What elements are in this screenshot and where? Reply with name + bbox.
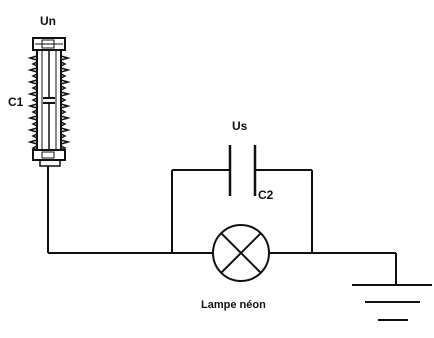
insulator-shed	[27, 91, 38, 97]
insulator-shed	[60, 67, 71, 73]
insulator-shed	[27, 79, 38, 85]
insulator-shed	[60, 55, 71, 61]
insulator-shed	[60, 97, 67, 103]
insulator-shed	[60, 73, 67, 79]
ground-icon	[352, 284, 432, 321]
insulator-shed	[60, 91, 71, 97]
insulator-shed	[60, 115, 71, 121]
label-c2: C2	[258, 188, 274, 202]
label-lampe-neon: Lampe néon	[201, 299, 266, 311]
insulator-shed	[60, 121, 67, 127]
insulator-shed	[60, 61, 67, 67]
insulator-shed	[31, 133, 38, 139]
insulator-shed	[60, 85, 67, 91]
insulator-shed	[27, 103, 38, 109]
insulator-shed	[60, 133, 67, 139]
insulator-shed	[31, 73, 38, 79]
insulator-shed	[31, 97, 38, 103]
insulator-shed	[27, 115, 38, 121]
insulator-shed	[31, 85, 38, 91]
insulator-shed	[60, 109, 67, 115]
insulator-shed	[31, 145, 38, 151]
label-us: Us	[232, 119, 248, 133]
insulator-shed	[31, 109, 38, 115]
label-un: Un	[40, 14, 56, 28]
insulator-shed	[31, 121, 38, 127]
insulator-shed	[27, 67, 38, 73]
insulator-shed	[31, 61, 38, 67]
capacitor-c2-icon	[228, 145, 257, 196]
insulator-shed	[60, 139, 71, 145]
insulator-shed	[27, 127, 38, 133]
insulator-shed	[27, 55, 38, 61]
insulator-shed	[60, 79, 71, 85]
label-c1: C1	[8, 95, 24, 109]
neon-lamp-icon	[212, 224, 270, 282]
insulator-icon	[27, 37, 71, 167]
insulator-shed	[60, 103, 71, 109]
insulator-shed	[27, 139, 38, 145]
insulator-shed	[60, 145, 67, 151]
insulator-shed	[60, 127, 71, 133]
